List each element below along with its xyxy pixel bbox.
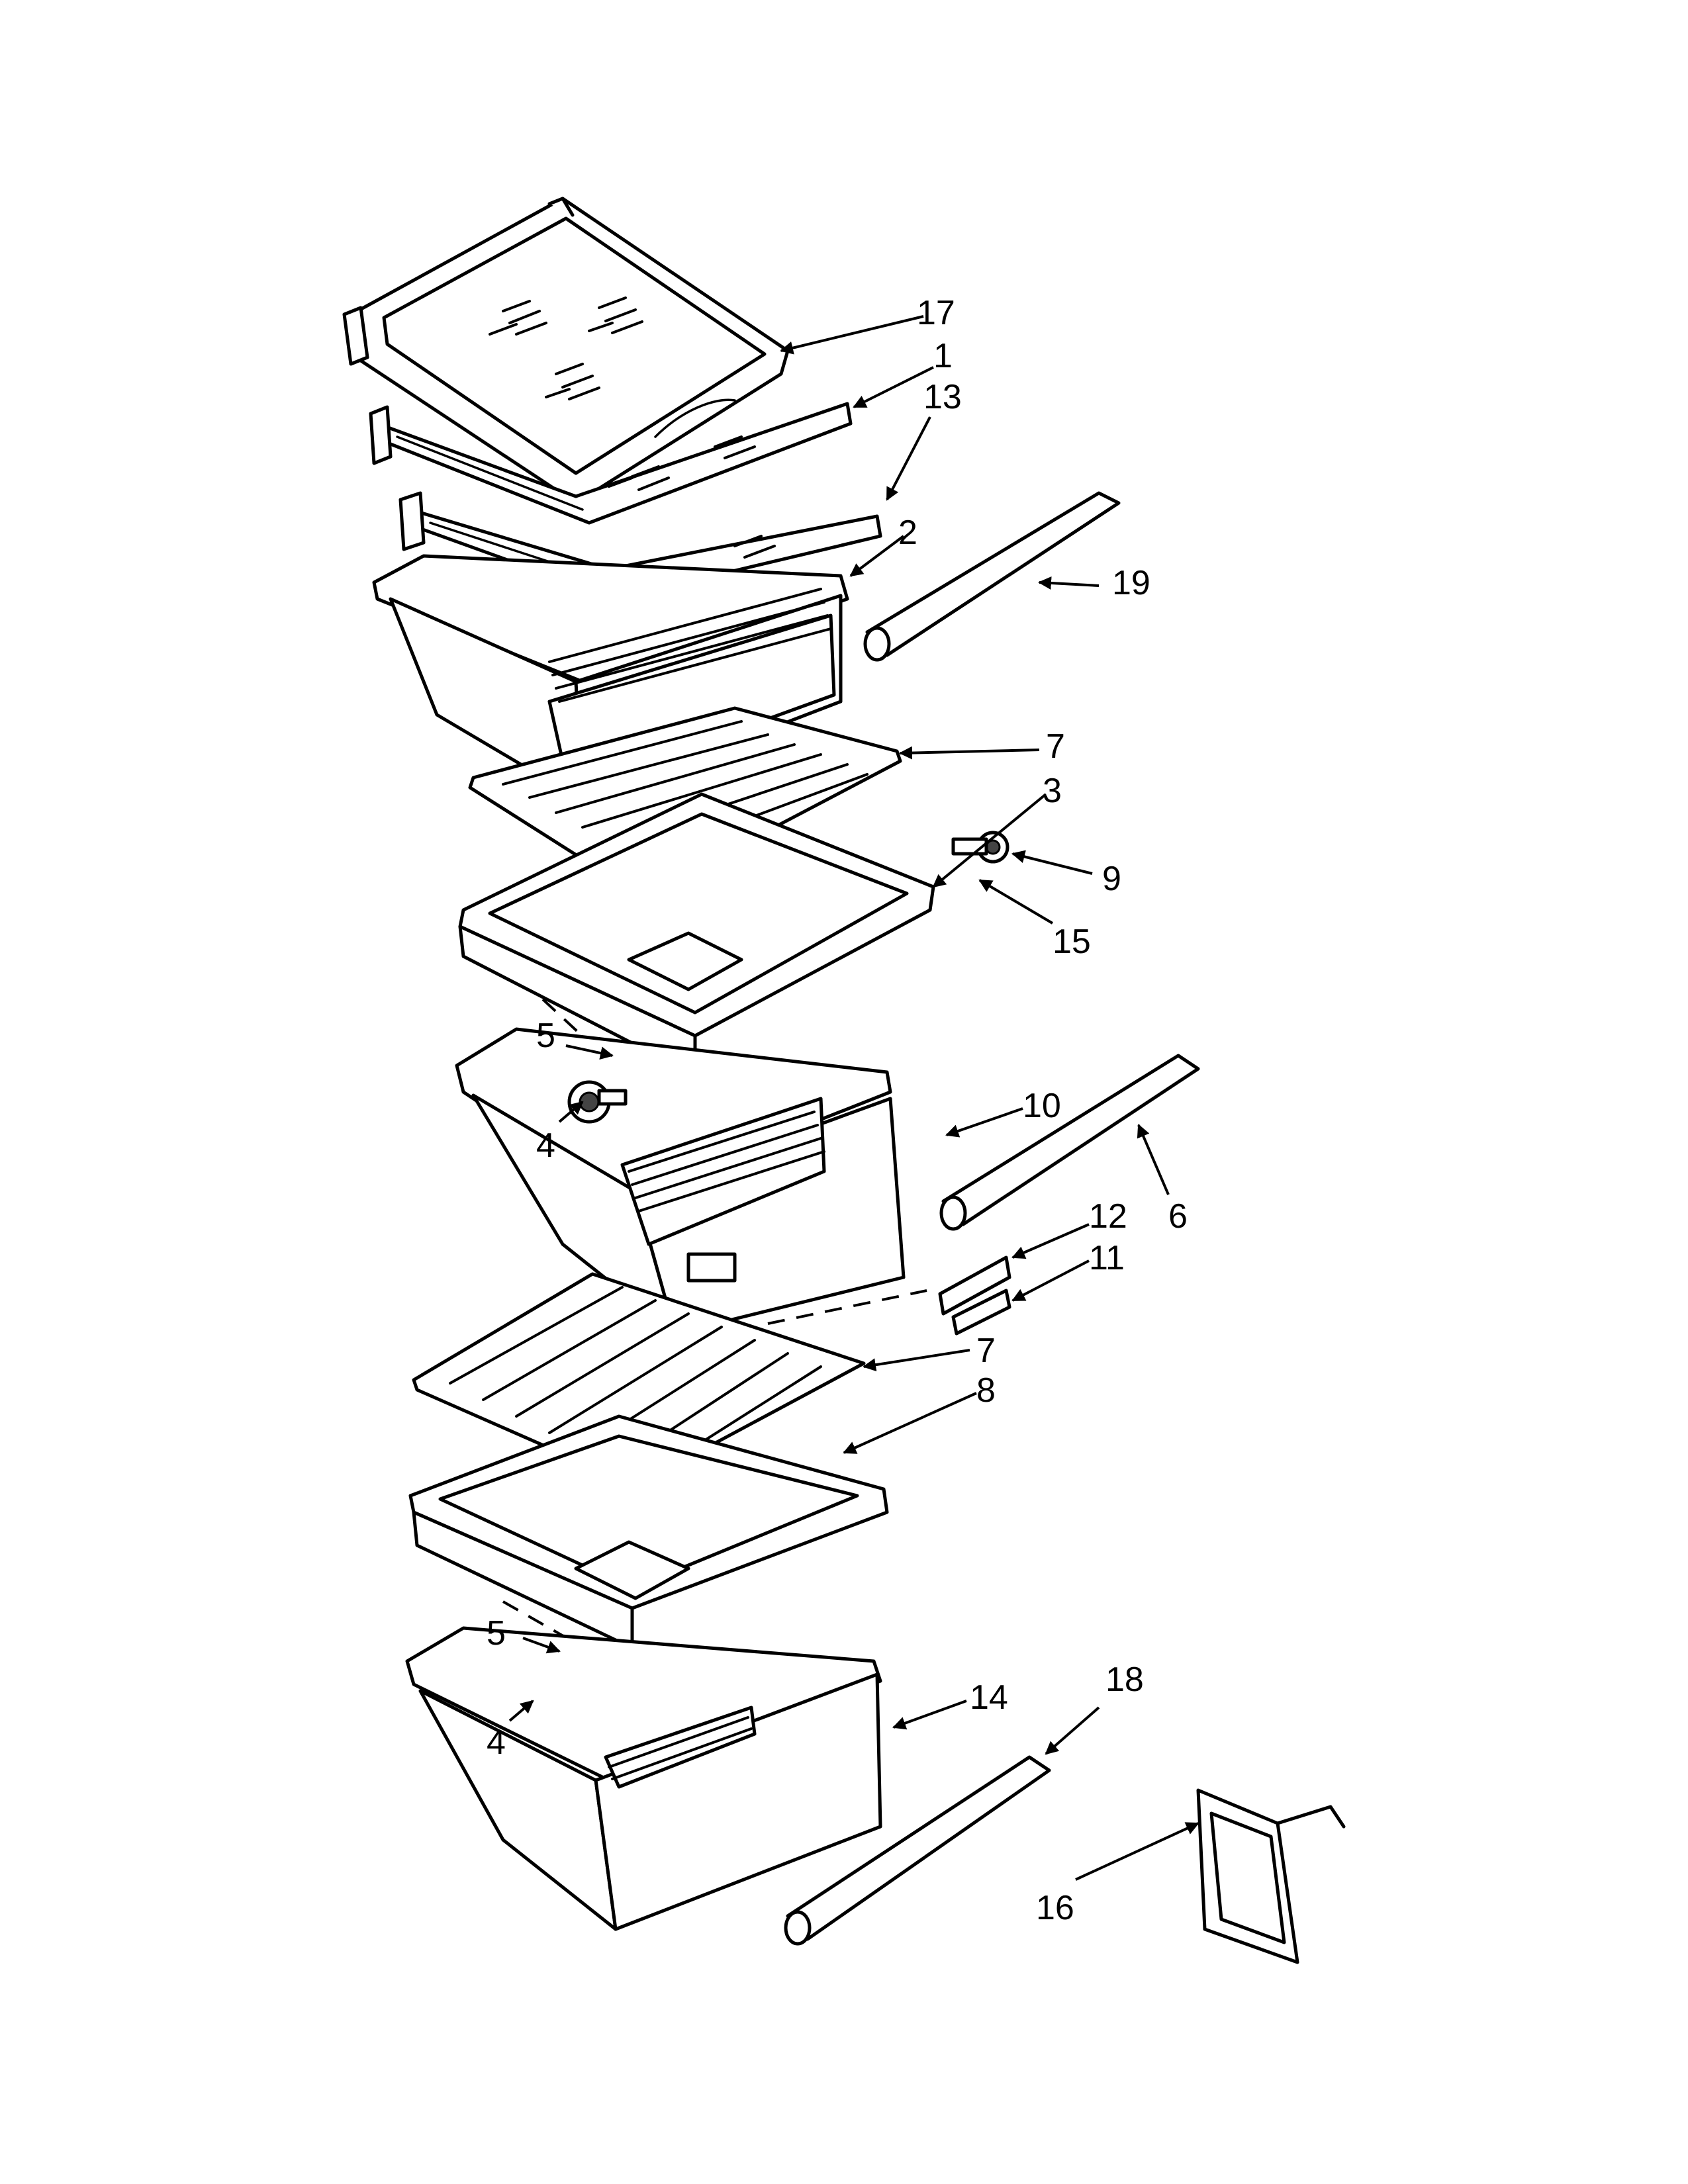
callout-4-lower: 4 [487,1723,506,1762]
callout-1: 1 [933,337,953,375]
callout-8: 8 [976,1371,996,1410]
callout-4-upper: 4 [536,1126,555,1165]
callout-15: 15 [1053,923,1091,961]
trim-rod-19 [863,491,1121,662]
crisper-drawer-10 [455,1027,906,1336]
callout-5-upper: 5 [536,1017,555,1055]
trim-rod-18 [784,1755,1051,1946]
crisper-frame-8 [408,1414,889,1656]
shelf-glass-top [342,197,790,505]
callout-17: 17 [917,294,955,332]
callout-9: 9 [1102,860,1121,898]
callout-16: 16 [1036,1889,1074,1927]
callout-14: 14 [970,1678,1008,1717]
callout-13: 13 [923,378,962,416]
callout-6: 6 [1168,1197,1188,1236]
leader-lines [508,315,1199,1881]
bracket-16 [1196,1788,1346,1964]
crisper-frame-3 [458,792,935,1087]
callout-7-lower: 7 [976,1332,996,1370]
callout-19: 19 [1112,564,1150,602]
callout-3: 3 [1043,772,1062,810]
callout-2: 2 [898,514,917,552]
callouts: 17 1 13 2 19 7 3 9 15 5 4 10 6 12 11 7 8… [487,294,1188,1927]
callout-11: 11 [1089,1239,1125,1277]
trim-rod-6 [939,1054,1200,1231]
callout-18: 18 [1105,1661,1144,1699]
clip-11 [951,1289,1011,1336]
crisper-drawer-14 [405,1626,882,1931]
callout-10: 10 [1023,1087,1061,1125]
callout-5-lower: 5 [487,1614,506,1653]
callout-12: 12 [1089,1197,1127,1236]
glass-shelf-1 [369,402,853,525]
callout-7-upper: 7 [1046,727,1065,766]
clip-12 [938,1255,1011,1316]
